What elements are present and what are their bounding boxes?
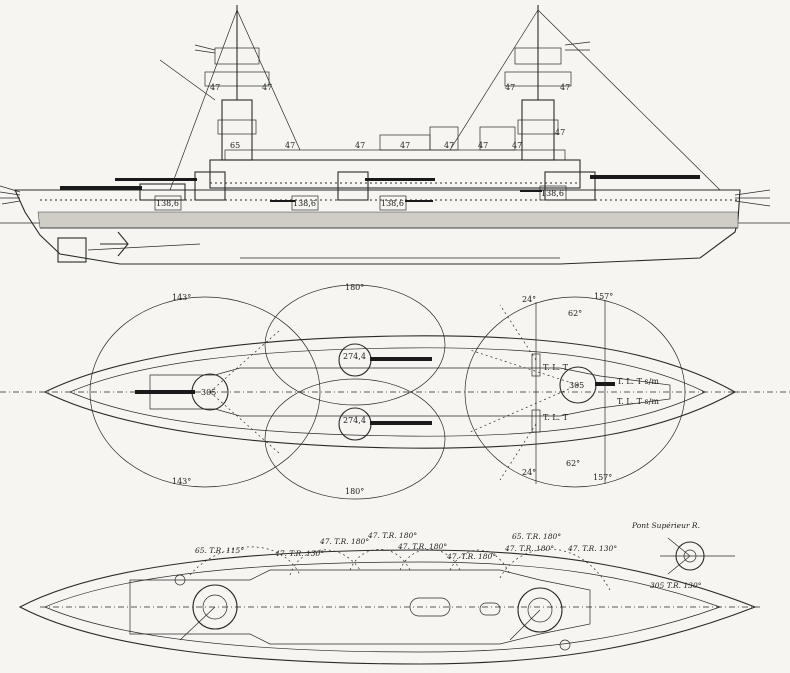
- deck-aft-turret: [517, 587, 563, 633]
- deck-inset-label: 305 T.R. 130°: [650, 581, 702, 590]
- label-cas2: 138,6: [293, 199, 316, 208]
- deck-heading: Pont Supérieur R.: [631, 521, 700, 530]
- deck-arc-a1: 65. T.R. 115°: [195, 546, 244, 555]
- label-sec1: 47: [285, 141, 295, 150]
- angle-aft-top-mid: 62°: [568, 309, 582, 318]
- torpedo-tlt-lower: T. L. T: [543, 413, 569, 422]
- fore-turret-profile: [139, 183, 186, 201]
- fore-turret-arc: [89, 296, 321, 488]
- deck-hull-outline: [18, 549, 757, 665]
- deck-arc-a2: 47. T.R. 130°: [274, 549, 324, 558]
- label-top-l2: 47: [262, 83, 272, 92]
- label-wing-upper: 274,4: [343, 352, 366, 361]
- torpedo-tlt-sm-lower: T. L. T s/m: [617, 397, 659, 406]
- label-gun-fore: 305: [201, 388, 216, 397]
- angle-aft-top-right: 157°: [594, 292, 613, 301]
- label-top-r1: 47: [505, 83, 515, 92]
- propeller: [100, 231, 129, 257]
- label-gun-aft: 305: [569, 381, 584, 390]
- deck-arc-a9: 47. T.R. 130°: [567, 544, 617, 553]
- bow-wave: [734, 189, 771, 207]
- angle-mid-top: 180°: [345, 283, 364, 292]
- arcs-of-fire-view: 305 305 274,4 274,4 143° 143° 180° 180° …: [0, 283, 790, 500]
- deck-arc-a5: 47. T.R. 180°: [397, 542, 447, 551]
- fore-main-gun: [60, 186, 142, 190]
- aft-mast: [449, 5, 721, 191]
- label-cas3: 138,6: [381, 199, 404, 208]
- deck-arc-a8: 65. T.R. 180°: [512, 532, 561, 541]
- torpedo-tlt-sm-upper: T. L. T s/m: [617, 377, 659, 386]
- label-top-r2: 47: [560, 83, 570, 92]
- label-aft3: 47: [555, 128, 565, 137]
- aft-turret-arc: [464, 296, 686, 488]
- label-sec3: 47: [400, 141, 410, 150]
- angle-aft-bot-mid: 62°: [566, 459, 580, 468]
- profile-view: 47 47 47 47 65 47 47 47 47 47 47 47 138,…: [0, 5, 790, 265]
- label-cas1: 138,6: [156, 199, 179, 208]
- label-cas4: 138,6: [541, 189, 564, 198]
- label-bridge: 65: [230, 141, 240, 150]
- angle-aft-top-left: 24°: [522, 295, 536, 304]
- angle-aft-bot-right: 157°: [593, 473, 612, 482]
- upper-deck-view: 65. T.R. 115° 47. T.R. 130° 47. T.R. 180…: [18, 521, 760, 665]
- deck-arc-a7: 47. T.R. 180°: [504, 544, 554, 553]
- label-wing-lower: 274,4: [343, 416, 366, 425]
- angle-aft-bot-left: 24°: [522, 468, 536, 477]
- superstructure: [209, 159, 581, 189]
- upper-wing-arc: [264, 284, 446, 406]
- deck-inset: Pont Supérieur R. 305 T.R. 130°: [631, 521, 735, 590]
- label-sec4: 47: [444, 141, 454, 150]
- label-aft2: 47: [512, 141, 522, 150]
- fore-mast: [159, 5, 301, 191]
- deck-arc-a4: 47. T.R. 180°: [367, 531, 417, 540]
- deck-arc-a3: 47. T.R. 180°: [319, 537, 369, 546]
- angle-fore-bottom: 143°: [172, 477, 191, 486]
- aft-main-gun: [590, 175, 700, 179]
- stern-wake: [0, 185, 21, 205]
- deck-fore-turret: [192, 584, 238, 630]
- deck-arc-a6: 47. T.R. 180°: [446, 552, 496, 561]
- lower-wing-arc: [264, 378, 446, 500]
- label-aft1: 47: [478, 141, 488, 150]
- deck-hatch: [409, 597, 451, 617]
- label-top-l1: 47: [210, 83, 220, 92]
- hull-profile: [14, 189, 741, 265]
- angle-mid-bottom: 180°: [345, 487, 364, 496]
- label-sec2: 47: [355, 141, 365, 150]
- armor-belt-hatching: [37, 211, 739, 229]
- torpedo-tlt-upper: T. L. T: [543, 363, 569, 372]
- angle-fore-top: 143°: [172, 293, 191, 302]
- rudder: [57, 237, 87, 263]
